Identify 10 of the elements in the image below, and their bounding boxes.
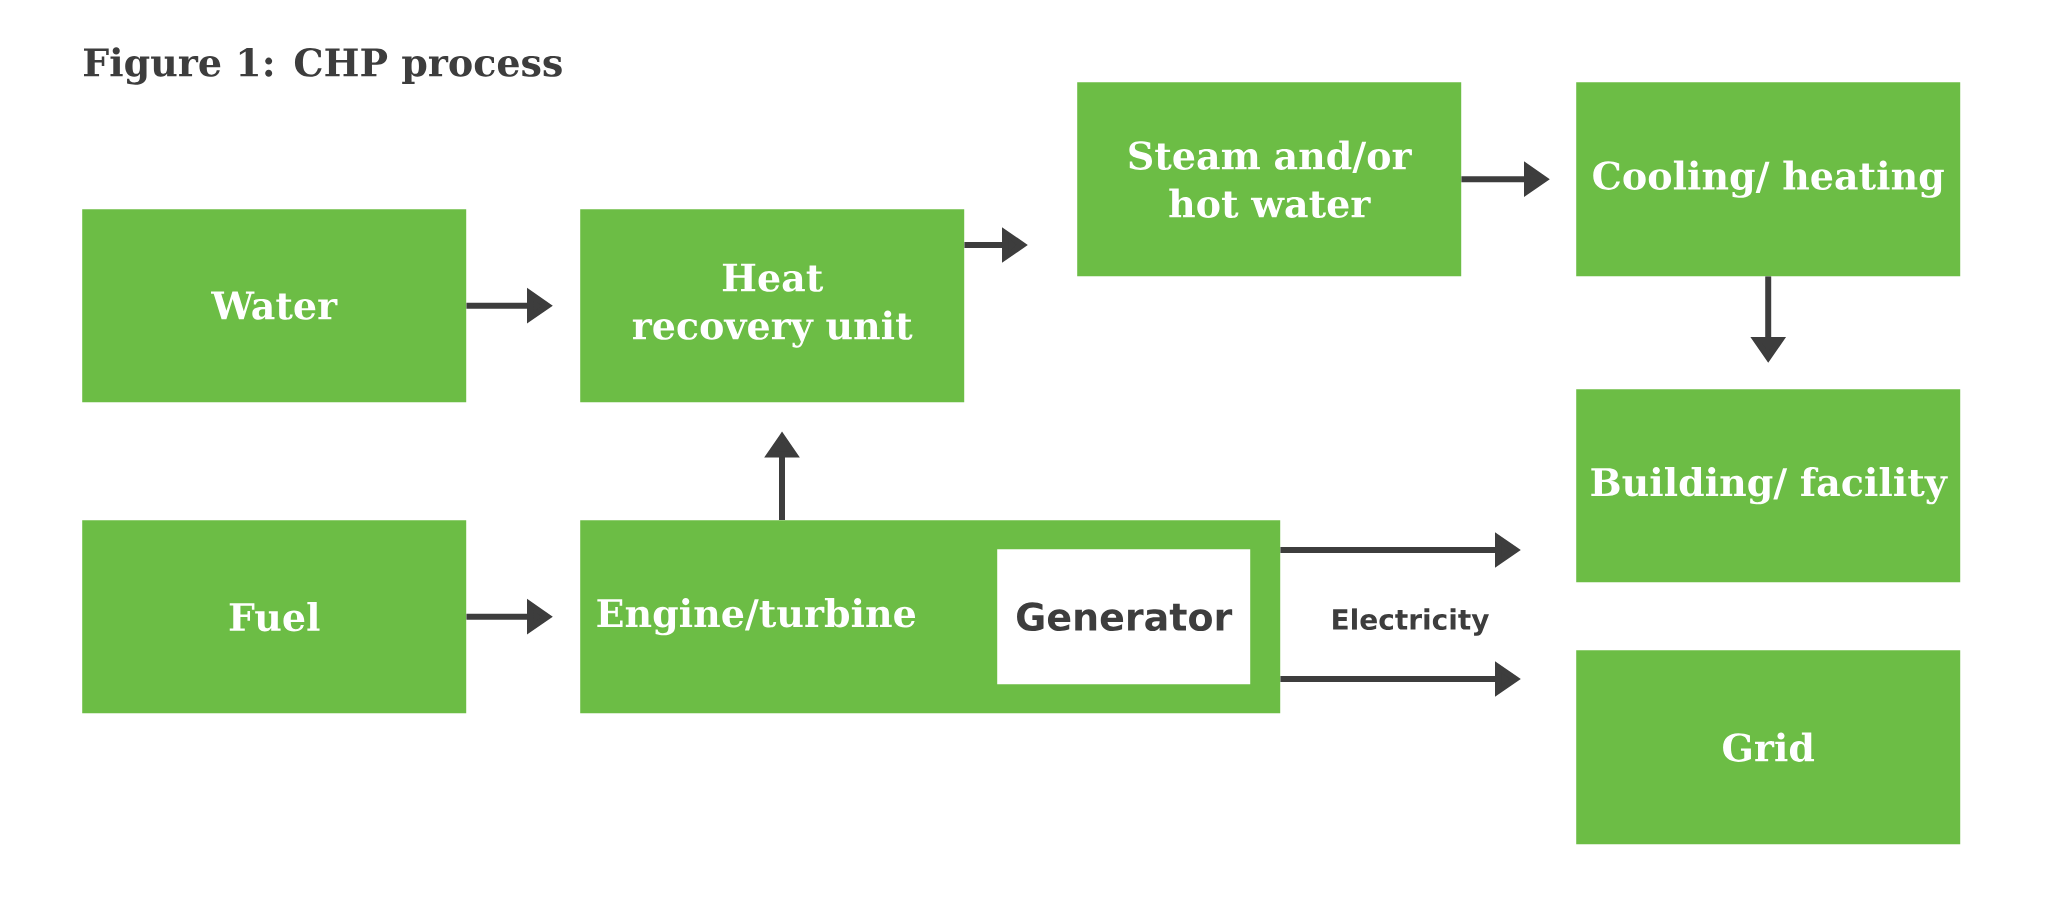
process-box: Building/ facility xyxy=(1576,389,1961,583)
process-box: Heat recovery unit xyxy=(580,209,965,403)
process-box: Grid xyxy=(1576,650,1961,845)
process-box: Steam and/or hot water xyxy=(1077,82,1462,277)
process-box: Cooling/ heating xyxy=(1576,82,1961,277)
process-box: Water xyxy=(82,209,467,403)
flow-label: Electricity xyxy=(1333,608,1489,636)
generator-box: Generator xyxy=(997,549,1251,685)
process-box: Fuel xyxy=(82,520,467,714)
title: Figure 1: CHP process xyxy=(84,47,562,85)
